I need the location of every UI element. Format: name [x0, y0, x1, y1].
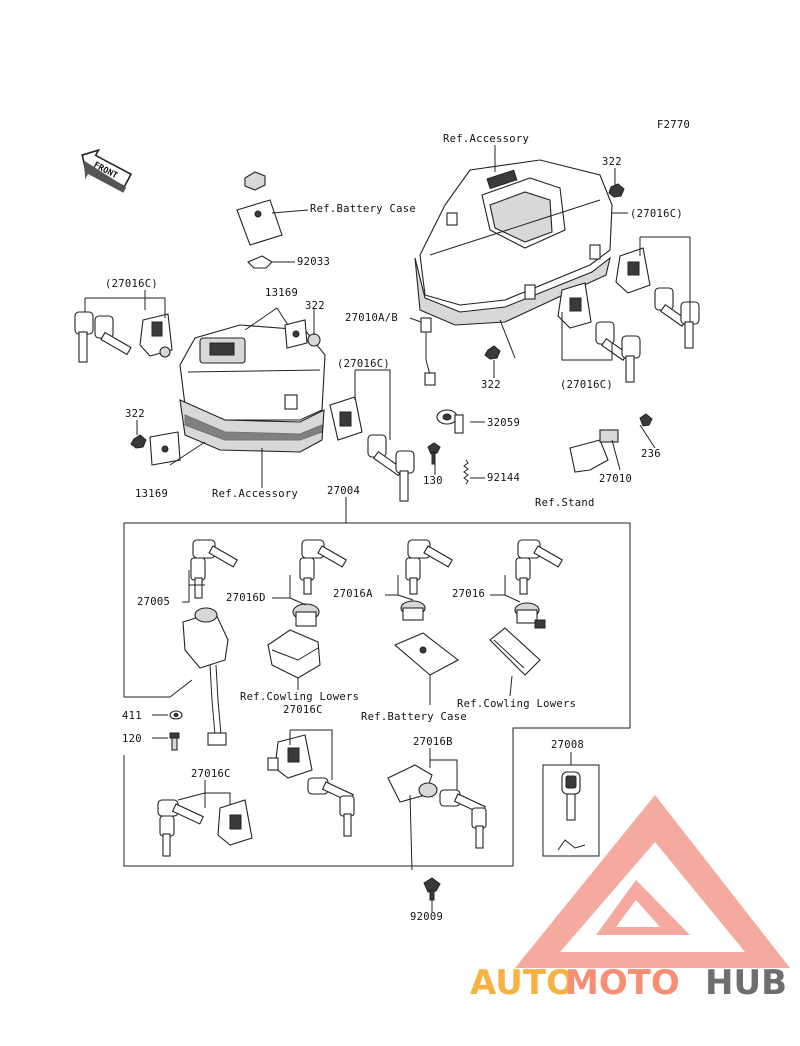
- label-ref-cowling-lowers-2: Ref.Cowling Lowers: [457, 698, 576, 710]
- lock-27016D: [292, 603, 320, 627]
- label-13169-a: 13169: [265, 287, 298, 299]
- part-32059: [436, 409, 464, 434]
- label-ref-accessory-top: Ref.Accessory: [443, 133, 529, 145]
- accessory-case-right: [414, 159, 613, 326]
- watermark-text-moto: MOTO: [565, 963, 680, 1003]
- label-92009: 92009: [410, 911, 443, 923]
- label-322-a: 322: [602, 156, 622, 168]
- label-ref-cowling-lowers-1: Ref.Cowling Lowers: [240, 691, 359, 703]
- lock-27016C-bottom-1: [267, 734, 313, 779]
- label-411: 411: [122, 710, 142, 722]
- lock-27016C-top-left: [139, 313, 173, 358]
- label-92033: 92033: [297, 256, 330, 268]
- plate-13169-a: [284, 319, 308, 349]
- label-27016C-b: (27016C): [105, 278, 158, 290]
- screw-120: [169, 732, 180, 751]
- label-27004: 27004: [327, 485, 360, 497]
- battery-cover-top: [236, 171, 283, 269]
- seat-lock-27016B: [387, 764, 438, 871]
- label-27016A: 27016A: [333, 588, 373, 600]
- leader-lines: [84, 145, 691, 912]
- label-ref-accessory-left: Ref.Accessory: [212, 488, 298, 500]
- key-icon-9: [307, 777, 355, 837]
- key-icon-3: [654, 287, 700, 349]
- lock-27016C-bottom-2: [217, 799, 253, 846]
- battery-cover-bottom: [393, 632, 460, 676]
- label-27008: 27008: [551, 739, 584, 751]
- label-27016C-e: 27016C: [283, 704, 323, 716]
- blank-key-27008: [557, 771, 586, 851]
- key-icon-7: [405, 539, 454, 595]
- accessory-case-left: [179, 324, 326, 453]
- lock-27016C-mid: [329, 396, 363, 441]
- label-322-d: 322: [125, 408, 145, 420]
- bolt-130: [427, 442, 441, 465]
- set-box-outline: [123, 522, 631, 867]
- label-32059: 32059: [487, 417, 520, 429]
- washer-411: [169, 710, 183, 720]
- label-27016C-d: (27016C): [560, 379, 613, 391]
- front-arrow-icon: FRONT: [81, 148, 133, 193]
- nut-322-c: [130, 434, 147, 449]
- label-27016C-a: (27016C): [630, 208, 683, 220]
- key-icon-6: [299, 539, 348, 595]
- switch-27010AB: [420, 317, 436, 386]
- label-130: 130: [423, 475, 443, 487]
- label-ref-battery-case-top: Ref.Battery Case: [310, 203, 416, 215]
- watermark-triangle-core: [596, 880, 690, 935]
- lock-27016C-right-2: [557, 282, 592, 329]
- key-icon-10: [157, 799, 204, 857]
- stand-switch-27010: [569, 413, 653, 473]
- key-icon-11: [439, 789, 487, 849]
- cowling-lock-housing-right: [489, 627, 541, 676]
- lock-27016C-right-1: [615, 247, 651, 294]
- label-27010: 27010: [599, 473, 632, 485]
- label-27016C-c: (27016C): [337, 358, 390, 370]
- lock-27016: [514, 602, 546, 629]
- label-27010AB: 27010A/B: [345, 312, 398, 324]
- label-ref-stand: Ref.Stand: [535, 497, 595, 509]
- spring-92144: [463, 459, 469, 485]
- label-27016C-f: 27016C: [191, 768, 231, 780]
- label-92144: 92144: [487, 472, 520, 484]
- figure-code: F2770: [657, 119, 690, 131]
- label-ref-battery-case-bottom: Ref.Battery Case: [361, 711, 467, 723]
- key-icon-8: [515, 539, 564, 595]
- watermark-text-auto: AUTO: [470, 963, 575, 1003]
- nut-322-d: [484, 345, 501, 360]
- label-27005: 27005: [137, 596, 170, 608]
- key-icon-1: [74, 311, 132, 363]
- label-13169-b: 13169: [135, 488, 168, 500]
- nut-322-b: [307, 333, 321, 347]
- label-322-c: 322: [481, 379, 501, 391]
- key-icon-2: [367, 434, 415, 502]
- key-icon-4: [595, 321, 641, 383]
- label-322-b: 322: [305, 300, 325, 312]
- label-120: 120: [122, 733, 142, 745]
- watermark-text-hub: HUB: [705, 963, 787, 1003]
- label-27016B: 27016B: [413, 736, 453, 748]
- bolt-92009: [423, 877, 441, 901]
- cowling-lock-housing-left: [267, 629, 321, 679]
- label-27016: 27016: [452, 588, 485, 600]
- plate-13169-b: [149, 431, 181, 466]
- watermark-logo: AUTO MOTO HUB: [470, 795, 790, 1003]
- ignition-switch-27005: [182, 607, 229, 746]
- label-236: 236: [641, 448, 661, 460]
- nut-322-a: [608, 183, 625, 198]
- labels: Ref.Accessory 322 Ref.Battery Case (2701…: [105, 133, 683, 923]
- label-27016D: 27016D: [226, 592, 266, 604]
- key-icon-5: [190, 539, 239, 599]
- lock-27016A: [400, 600, 426, 621]
